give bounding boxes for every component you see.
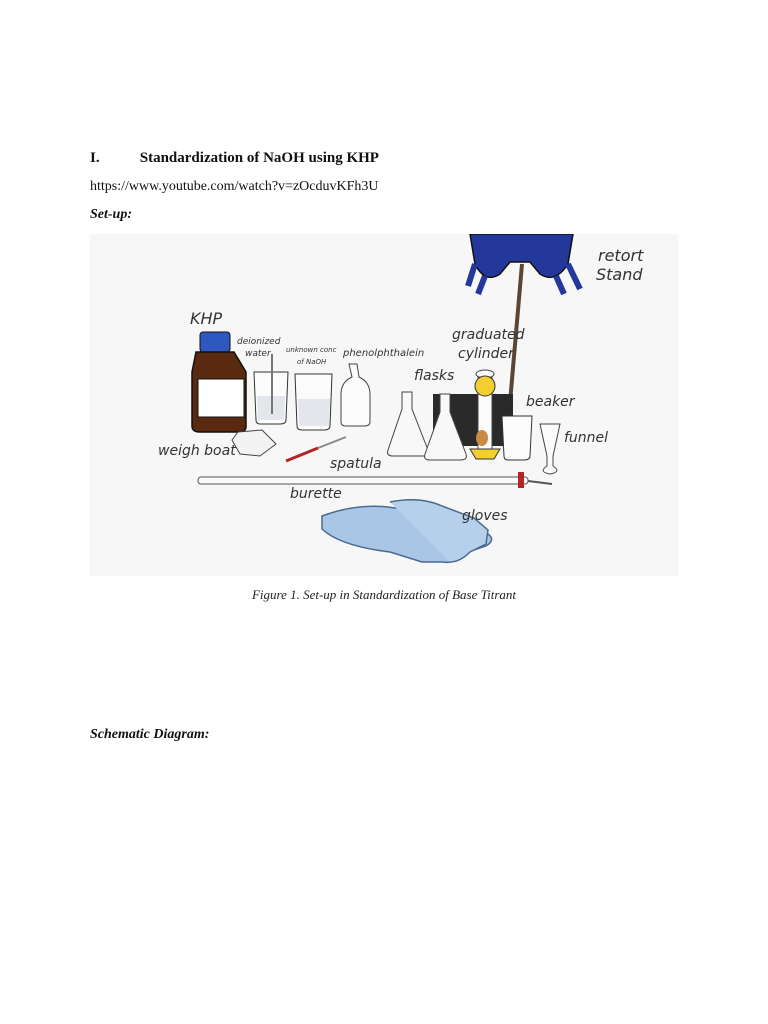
dropper-bottle-illustration [340, 363, 371, 427]
label-of-naoh: of NaOH [297, 358, 327, 366]
lab-equipment-illustration: retort Stand KHP deionized water unknown… [158, 234, 644, 564]
label-stand: Stand [596, 265, 643, 284]
label-retort: retort [598, 246, 644, 265]
label-gloves: gloves [462, 508, 508, 524]
label-spatula: spatula [330, 456, 382, 472]
section-title: Standardization of NaOH using KHP [139, 150, 379, 166]
section-heading: I. Standardization of NaOH using KHP [90, 150, 379, 167]
label-funnel: funnel [564, 430, 608, 446]
figure-caption: Figure 1. Set-up in Standardization of B… [251, 587, 517, 602]
flask-illustrations [387, 391, 467, 461]
label-unknown-conc: unknown conc [286, 346, 337, 354]
label-deionized: deionized [237, 337, 281, 347]
label-flasks: flasks [414, 368, 454, 384]
weigh-boat-illustration [231, 429, 277, 457]
khp-bottle-illustration [191, 331, 247, 433]
graduated-cylinder-illustration [469, 369, 501, 460]
burette-illustration [197, 472, 553, 488]
beaker-illustrations [253, 354, 533, 461]
label-beaker: beaker [526, 394, 576, 410]
funnel-illustration [539, 423, 561, 475]
label-water: water [245, 349, 272, 359]
setup-label: Set-up: [90, 207, 132, 222]
label-cylinder: cylinder [458, 346, 515, 362]
setup-figure: retort Stand KHP deionized water unknown… [90, 234, 678, 576]
label-khp: KHP [190, 309, 223, 328]
gloves-illustration [321, 499, 493, 564]
spatula-illustration [285, 436, 347, 463]
schematic-label: Schematic Diagram: [90, 727, 210, 742]
label-weigh-boat: weigh boat [158, 443, 236, 459]
label-burette: burette [290, 486, 342, 502]
video-link[interactable]: https://www.youtube.com/watch?v=zOcduvKF… [90, 179, 379, 194]
section-number: I. [90, 150, 100, 166]
label-graduated: graduated [452, 327, 525, 343]
label-phenolphthalein: phenolphthalein [342, 348, 424, 359]
